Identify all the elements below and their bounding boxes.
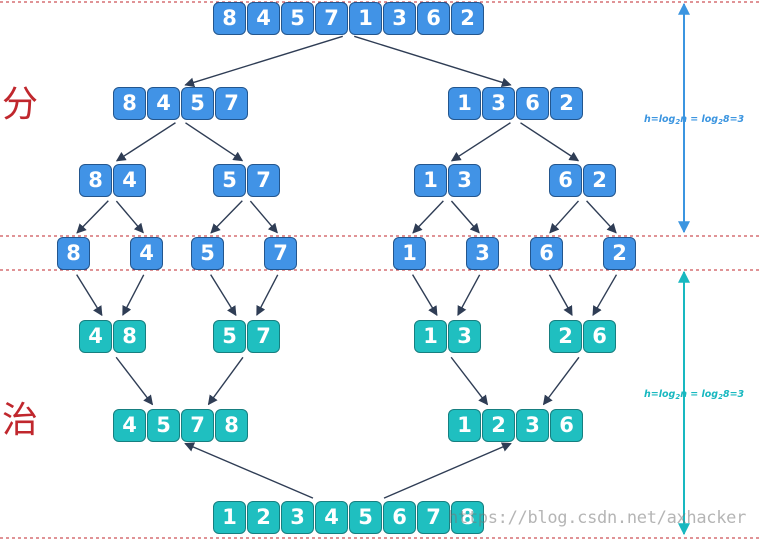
number-tile: 5 [213,163,246,197]
flow-arrow [210,200,243,234]
number-tile: 2 [451,1,484,35]
flow-arrow [76,200,109,234]
number-tile: 3 [281,500,314,534]
number-tile: 6 [516,86,549,120]
flow-arrow [450,356,489,406]
number-tile: 1 [448,408,481,442]
number-tile: 3 [448,319,481,353]
number-tile: 5 [281,1,314,35]
flow-arrow [115,356,154,406]
number-tile: 7 [247,319,280,353]
number-tile: 6 [383,500,416,534]
flow-arrow [412,200,444,234]
flow-arrow [76,274,103,317]
flow-arrow [383,442,512,499]
number-tile: 8 [215,408,248,442]
number-tile: 4 [79,319,112,353]
flow-arrow [207,356,244,406]
number-tile: 6 [530,236,563,270]
number-tile: 1 [349,1,382,35]
number-tile: 6 [583,319,616,353]
flow-arrow [184,442,314,499]
flow-arrow [450,200,480,234]
flow-arrow [520,122,580,162]
number-tile: 6 [550,408,583,442]
number-tile: 5 [213,319,246,353]
number-tile: 7 [315,1,348,35]
number-tile: 2 [482,408,515,442]
number-tile: 7 [181,408,214,442]
flow-arrow [115,122,176,162]
flow-arrow [210,274,237,317]
number-tile: 3 [516,408,549,442]
flow-arrow [542,356,580,406]
number-tile: 5 [181,86,214,120]
flow-arrow [457,274,481,316]
number-tile: 8 [79,163,112,197]
number-tile: 3 [383,1,416,35]
number-tile: 7 [247,163,280,197]
number-tile: 1 [393,236,426,270]
number-tile: 5 [191,236,224,270]
flow-arrow [185,122,244,162]
number-tile: 8 [213,1,246,35]
number-tile: 2 [550,86,583,120]
divide-label: 分 [2,84,39,125]
number-tile: 1 [448,86,481,120]
number-tile: 6 [549,163,582,197]
number-tile: 1 [414,319,447,353]
number-tile: 7 [264,236,297,270]
number-tile: 8 [57,236,90,270]
number-tile: 4 [315,500,348,534]
flow-arrow [592,274,618,317]
number-tile: 7 [215,86,248,120]
flow-arrow [411,274,438,317]
number-tile: 8 [113,319,146,353]
arrow-group [76,35,618,499]
flow-arrow [548,274,573,316]
number-tile: 2 [583,163,616,197]
number-tile: 1 [213,500,246,534]
number-tile: 1 [414,163,447,197]
number-tile: 3 [448,163,481,197]
number-tile: 4 [113,408,146,442]
number-tile: 7 [417,500,450,534]
flow-arrow [549,200,580,234]
number-tile: 4 [130,236,163,270]
number-tile: 5 [147,408,180,442]
flow-arrow [586,200,617,234]
number-tile: 5 [349,500,382,534]
number-tile: 4 [147,86,180,120]
number-tile: 6 [417,1,450,35]
number-tile: 4 [247,1,280,35]
number-tile: 4 [113,163,146,197]
number-tile: 2 [247,500,280,534]
flow-arrow [256,274,279,316]
number-tile: 8 [451,500,484,534]
flow-arrow [450,122,511,162]
height-note-conquer: h=log2n = log28=3 [644,389,745,401]
number-tile: 2 [603,236,636,270]
number-tile: 3 [466,236,499,270]
flow-arrow [184,35,343,88]
number-tile: 3 [482,86,515,120]
height-note-divide: h=log2n = log28=3 [644,114,745,126]
flow-arrow [115,200,144,234]
flow-arrow [354,35,512,88]
conquer-label: 治 [2,400,39,441]
flow-arrow [249,200,278,234]
flow-arrow [122,274,145,316]
number-tile: 2 [549,319,582,353]
number-tile: 8 [113,86,146,120]
watermark-text: https://blog.csdn.net/axhacker [448,508,747,528]
